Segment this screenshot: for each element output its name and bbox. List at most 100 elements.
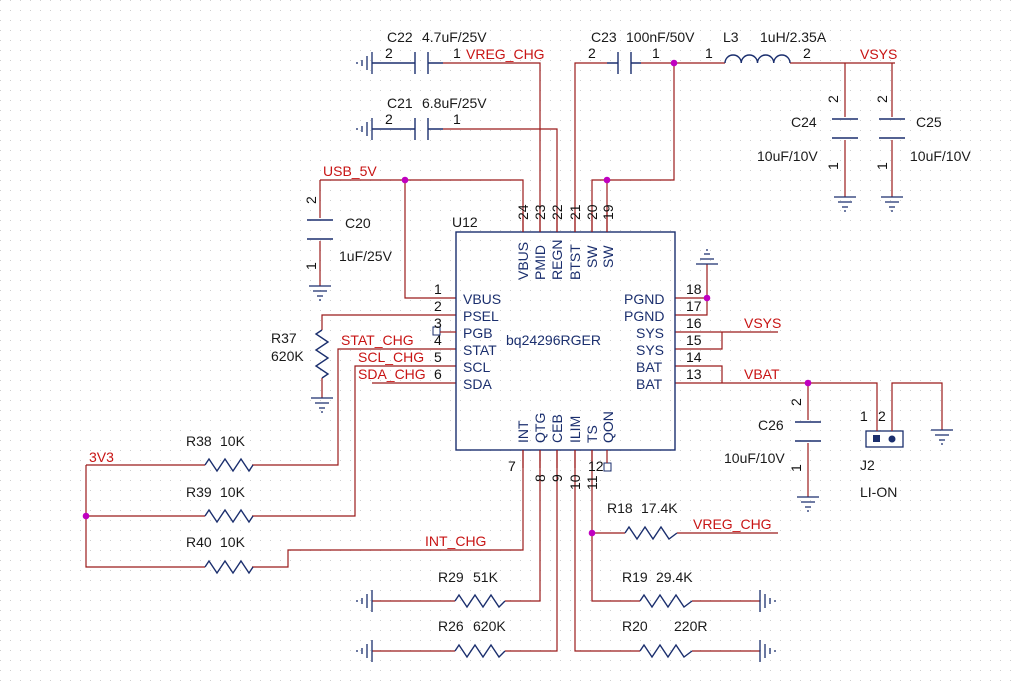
resistor-value: 620K	[473, 618, 506, 634]
cap-value: 4.7uF/25V	[422, 29, 487, 45]
connector-value: LI-ON	[860, 484, 897, 500]
pin-num-right: 17	[686, 298, 702, 314]
inductor-pin: 1	[705, 45, 713, 61]
pin-num-bottom: 9	[549, 474, 565, 482]
resistor-zigzag	[454, 643, 506, 659]
capacitor-c24[interactable]: C24 10uF/10V 2 1	[757, 95, 858, 170]
pin-name-bottom: TS	[584, 425, 600, 443]
resistor-r38[interactable]: R38 10K	[186, 433, 254, 473]
pin-name-bottom: INT	[515, 420, 531, 443]
resistor-value: 10K	[220, 484, 246, 500]
inductor-coil	[724, 54, 791, 64]
net-label-scl-chg: SCL_CHG	[358, 349, 424, 365]
resistor-value: 51K	[473, 569, 499, 585]
cap-pin: 1	[453, 45, 461, 61]
cap-symbol	[372, 118, 443, 140]
connector-pin: 2	[878, 408, 886, 424]
resistor-r37[interactable]: R37 620K	[271, 329, 330, 379]
wire-ceb-r26	[505, 450, 558, 652]
ground-icon	[356, 118, 373, 140]
ground-icon	[356, 640, 373, 662]
ground-symbols	[309, 52, 953, 662]
resistor-value: 220R	[674, 618, 707, 634]
cap-pin: 2	[874, 95, 890, 103]
cap-value: 10uF/10V	[910, 148, 971, 164]
resistor-ref: R29	[438, 569, 464, 585]
junctions	[82, 59, 812, 537]
ground-icon	[834, 196, 856, 212]
resistor-zigzag	[204, 457, 254, 473]
ground-icon	[356, 52, 373, 74]
junction-dot	[401, 176, 409, 184]
resistor-r29[interactable]: R29 51K	[438, 569, 506, 609]
pin-name-top: BTST	[567, 244, 583, 280]
capacitor-c26[interactable]: C26 10uF/10V 2 1	[724, 398, 821, 472]
pin-name-bottom: QON	[600, 411, 616, 443]
capacitor-c25[interactable]: C25 10uF/10V 2 1	[874, 95, 971, 170]
junction-dot	[82, 512, 90, 520]
cap-ref: C25	[916, 114, 942, 130]
capacitor-c20[interactable]: C20 1uF/25V 2 1	[303, 196, 393, 270]
cap-ref: C20	[345, 215, 371, 231]
pin-stubs-bottom	[522, 450, 593, 468]
pin-name-top: PMID	[532, 245, 548, 280]
capacitor-c23[interactable]: C23 100nF/50V 2 1	[588, 29, 695, 74]
cap-ref: C21	[387, 95, 413, 111]
pin-name-left: PSEL	[463, 308, 499, 324]
resistor-ref: R18	[607, 500, 633, 516]
junction-dot	[804, 379, 812, 387]
pin-num-bottom: 12	[588, 458, 604, 474]
cap-ref: C23	[591, 29, 617, 45]
connector-j2[interactable]: 1 2 J2 LI-ON	[860, 408, 904, 500]
capacitor-c22[interactable]: C22 4.7uF/25V 2 1	[372, 29, 487, 74]
pin-num-top: 22	[549, 204, 565, 220]
resistor-zigzag	[624, 525, 678, 541]
junction-dot	[588, 529, 596, 537]
pin-name-left: VBUS	[463, 291, 501, 307]
net-label-stat-chg: STAT_CHG	[341, 332, 414, 348]
pin-name-top: SW	[600, 245, 616, 268]
cap-pin: 2	[588, 45, 596, 61]
pin-name-left: STAT	[463, 342, 497, 358]
inductor-pin: 2	[803, 45, 811, 61]
net-label-3v3: 3V3	[89, 449, 114, 465]
resistor-r40[interactable]: R40 10K	[186, 534, 254, 575]
resistor-value: 29.4K	[656, 569, 693, 585]
cap-pin: 1	[825, 162, 841, 170]
wire-c22-pmid	[443, 62, 541, 232]
cap-pin: 1	[874, 162, 890, 170]
pin-stubs-top	[522, 212, 608, 232]
resistor-r26[interactable]: R26 620K	[438, 618, 506, 659]
resistor-r19[interactable]: R19 29.4K	[622, 569, 693, 609]
cap-pin: 1	[652, 45, 660, 61]
inductor-l3[interactable]: L3 1uH/2.35A 1 2	[705, 29, 827, 64]
junction-dot	[603, 176, 611, 184]
net-label-int-chg: INT_CHG	[425, 533, 486, 549]
resistor-ref: R19	[622, 569, 648, 585]
pin-name-right: SYS	[636, 325, 664, 341]
net-label-sda-chg: SDA_CHG	[358, 366, 426, 382]
net-label-vbat: VBAT	[744, 366, 780, 382]
no-connect-pin3	[432, 326, 441, 336]
cap-symbol	[832, 118, 858, 139]
resistor-ref: R40	[186, 534, 212, 550]
resistor-zigzag	[314, 329, 330, 379]
cap-symbol	[307, 219, 333, 240]
resistor-r20[interactable]: R20 220R	[622, 618, 707, 659]
resistor-r18[interactable]: R18 17.4K	[607, 500, 678, 541]
cap-pin: 2	[385, 111, 393, 127]
pin-name-top: REGN	[549, 240, 565, 280]
pin-num-bottom: 7	[508, 458, 516, 474]
ic-ref: U12	[452, 214, 478, 230]
pin-num-bottom: 11	[584, 475, 600, 490]
capacitor-c21[interactable]: C21 6.8uF/25V 2 1	[372, 95, 487, 140]
ic-u12[interactable]: U12 bq24296RGER 1 VBUS 2 PSEL 3 PGB 4 ST…	[432, 204, 702, 490]
pin-num-top: 19	[600, 204, 616, 220]
resistor-r39[interactable]: R39 10K	[186, 484, 254, 524]
ic-pin-stubs	[522, 212, 608, 468]
ground-icon	[759, 640, 776, 662]
cap-symbol	[795, 421, 821, 442]
ic-body	[455, 231, 676, 451]
resistor-zigzag	[204, 508, 254, 524]
